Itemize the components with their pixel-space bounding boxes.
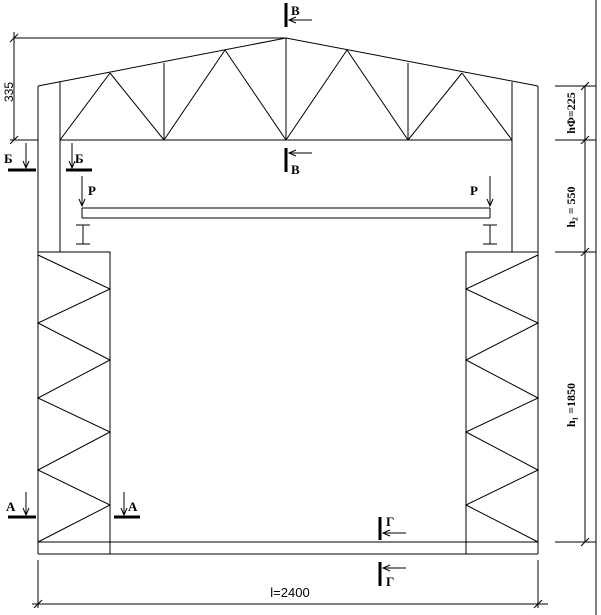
section-label-g-top: Г <box>386 514 394 529</box>
section-marker-b-right <box>66 143 92 172</box>
truss-height-label: hΦ=225 <box>564 92 578 133</box>
foundation <box>37 541 539 555</box>
crane-rail-left <box>76 224 90 245</box>
dimension-span <box>32 560 548 609</box>
lower-column-height-label: h₁ =1850 <box>564 383 578 427</box>
section-marker-a-left <box>8 492 36 519</box>
section-marker-g-top <box>378 517 406 540</box>
section-label-a-left: А <box>6 499 16 514</box>
load-label-right: P <box>470 183 478 198</box>
crane-runway-beam <box>81 207 491 219</box>
crane-rail-right <box>483 224 497 245</box>
dimension-chain-right <box>555 81 596 547</box>
section-label-g-bottom: Г <box>386 574 394 589</box>
section-label-b-left: Б <box>4 151 13 166</box>
section-marker-v-bottom <box>284 148 312 172</box>
lower-column-left <box>36 251 112 543</box>
section-marker-b-left <box>8 143 36 172</box>
lower-column-right <box>464 251 540 543</box>
load-arrow-right <box>486 176 494 208</box>
section-marker-g-bottom <box>378 562 406 586</box>
section-label-v-top: В <box>291 3 300 18</box>
roof-truss <box>37 37 539 252</box>
section-marker-a-right <box>114 492 140 519</box>
section-label-b-right: Б <box>75 151 84 166</box>
section-label-a-right: А <box>128 499 138 514</box>
section-label-v-bottom: В <box>291 162 300 177</box>
span-label: l=2400 <box>270 585 309 600</box>
dimension-overall-height <box>9 32 286 145</box>
load-label-left: P <box>88 183 96 198</box>
load-arrow-left <box>78 176 86 208</box>
upper-column-height-label: h₂ = 550 <box>564 186 578 227</box>
section-marker-v-top <box>284 3 312 27</box>
overall-height-label: 335 <box>2 82 16 102</box>
